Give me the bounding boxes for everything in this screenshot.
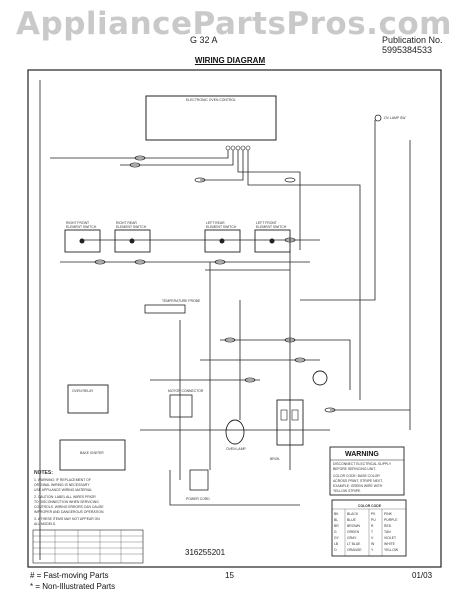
motor-connector-label: MOTOR CONNECTOR (168, 389, 204, 393)
bake-igniter-label: BAKE IGNITER (80, 451, 104, 455)
revision-date: 01/03 (412, 571, 433, 580)
motor-connector (169, 394, 193, 418)
wires (39, 80, 411, 560)
notes-line-2: ORIGINAL WIRING IS NECESSARY (34, 483, 90, 487)
publication-label: Publication No. (382, 35, 443, 45)
switch-1-line1: RIGHT FRONT (66, 221, 89, 225)
svg-text:Y: Y (371, 548, 374, 552)
svg-text:PK: PK (371, 512, 376, 516)
svg-text:BK: BK (334, 512, 339, 516)
svg-text:RED: RED (384, 524, 392, 528)
warning-title: WARNING (345, 451, 379, 458)
notes-line-4: 2. CAUTION: LABEL ALL WIRES PRIOR (34, 495, 96, 499)
svg-text:O: O (334, 548, 337, 552)
publication-number: 5995384533 (382, 45, 433, 55)
oven-control-label: ELECTRONIC OVEN CONTROL (186, 98, 236, 102)
switch-4-line2: ELEMENT SWITCH (256, 225, 287, 229)
svg-text:G: G (334, 530, 337, 534)
svg-text:ORANGE: ORANGE (347, 548, 362, 552)
oven-control-box (145, 95, 277, 141)
notes-line-7: IMPROPER AND DANGEROUS OPERATION. (34, 510, 104, 514)
legend-non-illustrated: * = Non-Illustrated Parts (30, 582, 116, 591)
svg-text:VIOLET: VIOLET (384, 536, 396, 540)
switch-4-line1: LEFT FRONT (256, 221, 277, 225)
notes-title: NOTES: (34, 470, 53, 476)
control-terminals (225, 145, 251, 151)
warning-line-5: EXAMPLE: GREEN WIRE WITH (333, 484, 383, 488)
svg-text:TAN: TAN (384, 530, 391, 534)
warning-line-3: COLOR CODE: BASE COLOR (333, 474, 380, 478)
switch-3-line1: LEFT REAR (206, 221, 225, 225)
svg-text:LB: LB (334, 542, 339, 546)
wire-connectors (94, 155, 336, 413)
notes-line-9: ALL MODELS. (34, 522, 56, 526)
switch-knobs (79, 238, 275, 244)
svg-text:BR: BR (334, 524, 339, 528)
switch-left-rear (204, 229, 241, 253)
svg-text:PURPLE: PURPLE (384, 518, 398, 522)
warning-line-1: DISCONNECT ELECTRICAL SUPPLY (333, 462, 392, 466)
element-switches (64, 229, 291, 253)
notes-line-6: CONTROLS. WIRING ERRORS CAN CAUSE (34, 505, 104, 509)
valve-assembly (276, 399, 304, 446)
svg-text:W: W (371, 542, 375, 546)
svg-text:R: R (371, 524, 374, 528)
switch-right-front (64, 229, 101, 253)
svg-text:LT BLUE: LT BLUE (347, 542, 361, 546)
power-cord-label: POWER CORD (186, 497, 210, 501)
switch-right-rear (114, 229, 151, 253)
diagram-frame (27, 69, 442, 568)
svg-text:BLACK: BLACK (347, 512, 359, 516)
oven-light-switch (374, 114, 382, 122)
temperature-probe (144, 304, 186, 314)
svg-text:PINK: PINK (384, 512, 393, 516)
bake-igniter (59, 439, 126, 471)
oven-lamp (225, 419, 245, 445)
switch-left-front (254, 229, 291, 253)
warning-box (329, 446, 405, 496)
oven-relay (67, 384, 109, 414)
watermark: AppliancePartsPros.com (16, 6, 452, 42)
svg-text:WHITE: WHITE (384, 542, 396, 546)
svg-text:YELLOW: YELLOW (384, 548, 399, 552)
svg-text:BL: BL (334, 518, 338, 522)
svg-text:PU: PU (371, 518, 376, 522)
svg-text:GY: GY (334, 536, 340, 540)
notes-line-3: USE APPLIANCE WIRING MATERIAL (34, 488, 92, 492)
warning-line-4: ACROSS PRINT, STRIPE NEXT. (333, 479, 383, 483)
diagram-part-number: 316255201 (185, 548, 226, 557)
switch-2-line1: RIGHT REAR (116, 221, 137, 225)
warning-line-2: BEFORE SERVICING UNIT. (333, 467, 376, 471)
legend-fast-moving: # = Fast-moving Parts (30, 571, 109, 580)
notes-line-8: 3. # THESE ITEMS MAY NOT APPEAR ON (34, 517, 100, 521)
color-code-title: COLOR CODE (358, 504, 382, 508)
oven-light-label: OV LAMP SW (384, 116, 406, 120)
page-number: 15 (225, 571, 234, 580)
switch-3-line2: ELEMENT SWITCH (206, 225, 237, 229)
page-title: WIRING DIAGRAM (194, 56, 266, 65)
broil-label: BROIL (270, 457, 280, 461)
svg-text:GREEN: GREEN (347, 530, 360, 534)
color-code-rows: BK BLACK PK PINK BL BLUE PU PURPLE BR BROWN R RED… (334, 512, 399, 552)
notes-line-1: 1. WARNING: IF REPLACEMENT OF (34, 478, 91, 482)
notes-line-5: TO DISCONNECTION WHEN SERVICING (34, 500, 99, 504)
switch-2-line2: ELEMENT SWITCH (116, 225, 147, 229)
switch-1-line2: ELEMENT SWITCH (66, 225, 97, 229)
power-cord-plug (189, 469, 209, 491)
notes-table (32, 529, 144, 564)
model-text: G 32 A (190, 35, 218, 45)
broil-igniter (312, 370, 328, 386)
oven-lamp-label: OVEN LAMP (226, 447, 247, 451)
svg-text:BLUE: BLUE (347, 518, 357, 522)
svg-text:GRAY: GRAY (347, 536, 357, 540)
oven-relay-label: OVEN RELAY (72, 389, 94, 393)
svg-text:T: T (371, 530, 373, 534)
svg-text:V: V (371, 536, 374, 540)
temp-probe-label: TEMPERATURE PROBE (162, 299, 201, 303)
warning-line-6: YELLOW STRIPE. (333, 489, 361, 493)
svg-text:BROWN: BROWN (347, 524, 361, 528)
